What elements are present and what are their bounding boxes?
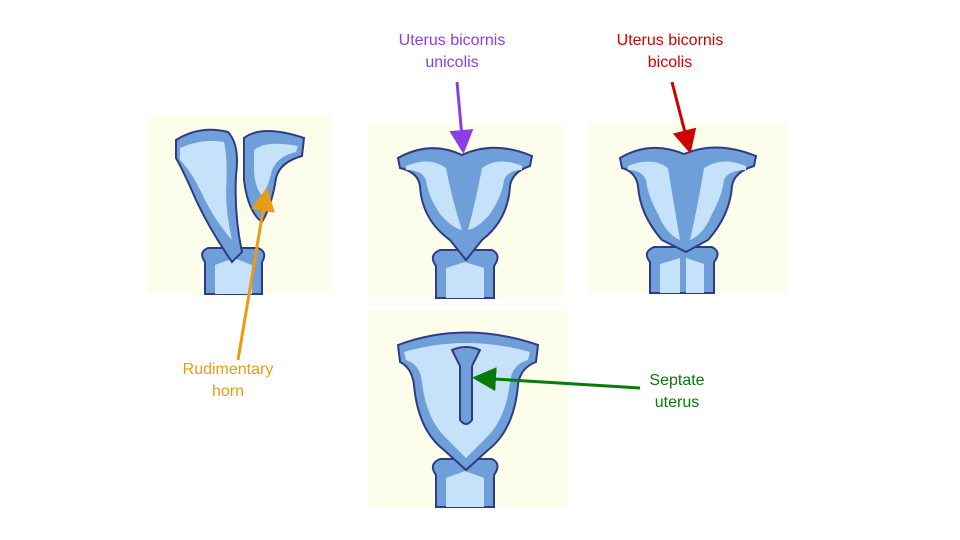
bicornis-unicolis-illustration — [368, 123, 563, 299]
bicornis-bicolis-label: Uterus bicornis bicolis — [616, 32, 724, 71]
bicornis-unicolis-arrow — [449, 81, 474, 154]
septate-uterus-arrow — [472, 367, 641, 392]
rudimentary-horn-label: Rudimentary horn — [182, 361, 274, 400]
septate-uterus-illustration — [368, 310, 568, 508]
rudimentary-horn-uterus-illustration — [147, 115, 332, 295]
bicornis-bicolis-illustration — [588, 123, 788, 294]
septate-uterus-label: Septate uterus — [649, 372, 705, 411]
bicornis-unicolis-label: Uterus bicornis unicolis — [398, 32, 506, 71]
rudimentary-horn-arrow — [236, 187, 275, 361]
bicornis-bicolis-arrow — [670, 81, 697, 154]
